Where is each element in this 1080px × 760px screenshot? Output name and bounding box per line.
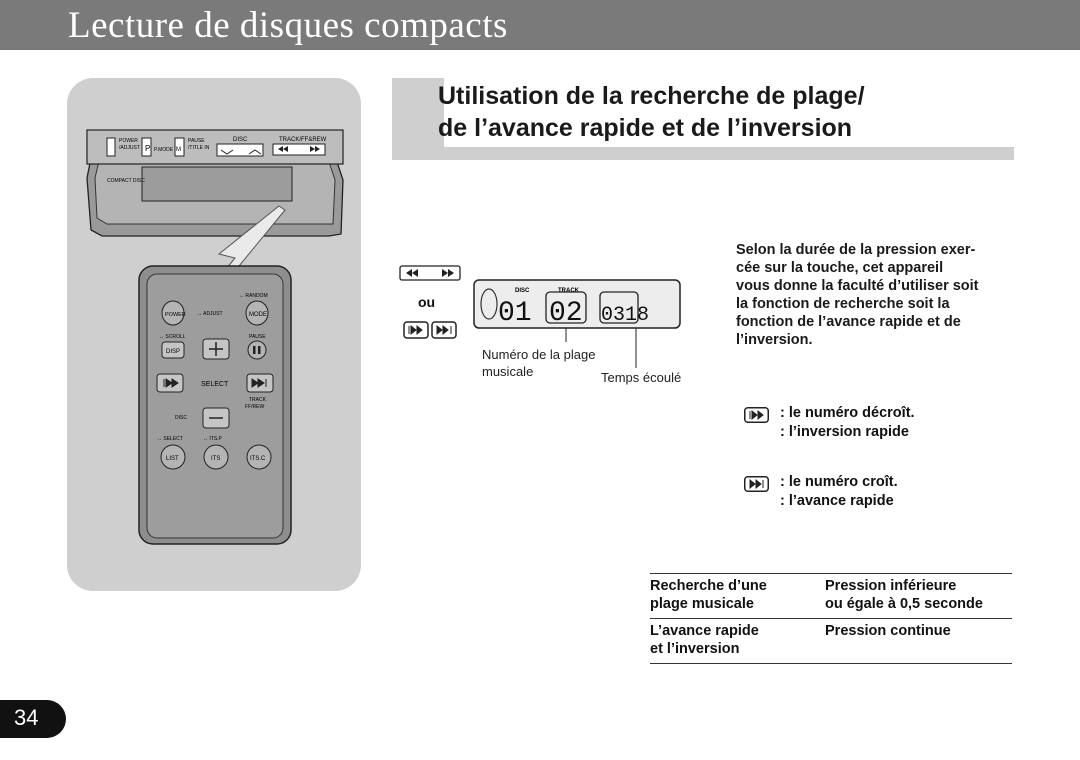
next-track-icon [431, 321, 457, 339]
display-figure: DISC TRACK 01 02 0318 [399, 265, 681, 368]
caption-elapsed-time: Temps écoulé [601, 370, 682, 385]
caption-track-number: Numéro de la plage musicale [482, 347, 596, 379]
or-label: ou [418, 294, 436, 310]
svg-text:DISC: DISC [233, 137, 248, 143]
next-track-icon [744, 476, 769, 492]
svg-text:LIST: LIST [166, 456, 179, 462]
section-rule [392, 147, 1014, 160]
svg-text:SELECT: SELECT [201, 381, 229, 388]
table-cell: Pression continue [825, 623, 951, 639]
svg-text:DISC: DISC [515, 288, 530, 294]
svg-text:COMPACT DISC: COMPACT DISC [107, 178, 145, 184]
head-unit: P M POWER /ADJUST P.MODE PAUSE /TITLE IN… [86, 129, 344, 237]
page-number: 34 [14, 705, 39, 730]
previous-track-icon [403, 321, 429, 339]
svg-text:MODE: MODE [249, 312, 267, 318]
svg-text:P: P [145, 144, 150, 153]
svg-text:02: 02 [549, 298, 583, 329]
svg-text:/ADJUST: /ADJUST [119, 145, 140, 151]
svg-text:DISP: DISP [166, 349, 180, 355]
remote-control: ↔ RANDOM POWER ↔ ADJUST MODE ↔ SCROLL PA… [138, 265, 292, 545]
device-illustration: P M POWER /ADJUST P.MODE PAUSE /TITLE IN… [86, 129, 344, 545]
svg-text:↔ SELECT: ↔ SELECT [157, 436, 183, 442]
svg-text:P.MODE: P.MODE [154, 147, 174, 153]
svg-text:M: M [176, 147, 181, 153]
svg-text:↔ ITS.P: ↔ ITS.P [203, 436, 223, 442]
svg-text:0318: 0318 [601, 304, 649, 327]
header-bar: Lecture de disques compacts [0, 0, 1080, 50]
section-marker [392, 78, 444, 148]
previous-track-icon [744, 407, 769, 423]
svg-text:PAUSE: PAUSE [249, 334, 266, 340]
svg-text:ITS.C: ITS.C [250, 456, 266, 462]
svg-text:/TITLE IN: /TITLE IN [188, 145, 210, 151]
svg-text:TRACK: TRACK [249, 397, 267, 403]
fast-rewind-forward-icon [399, 265, 461, 281]
svg-text:POWER: POWER [119, 138, 138, 144]
description-text: Selon la durée de la pression exer- cée … [736, 242, 979, 348]
section-title: Utilisation de la recherche de plage/ de… [438, 80, 865, 144]
lcd-display: DISC TRACK 01 02 0318 [473, 279, 681, 368]
svg-text:↔ RANDOM: ↔ RANDOM [239, 293, 268, 299]
svg-text:↔ ADJUST: ↔ ADJUST [197, 311, 223, 317]
svg-text:PAUSE: PAUSE [188, 138, 205, 144]
svg-text:↔ SCROLL: ↔ SCROLL [159, 334, 186, 340]
svg-text:DISC: DISC [175, 415, 187, 421]
svg-text:FF/REW: FF/REW [245, 404, 264, 410]
svg-text:POWER: POWER [165, 312, 186, 318]
svg-text:01: 01 [498, 298, 532, 329]
page-title: Lecture de disques compacts [68, 5, 508, 46]
svg-text:TRACK/FF&REW: TRACK/FF&REW [279, 137, 327, 143]
section-title-line: Utilisation de la recherche de plage/ [438, 82, 865, 110]
section-title-line: de l’avance rapide et de l’inversion [438, 114, 853, 142]
svg-text:ITS: ITS [211, 456, 220, 462]
page-number-tab: 34 [0, 700, 66, 738]
svg-text:TRACK: TRACK [558, 288, 580, 294]
